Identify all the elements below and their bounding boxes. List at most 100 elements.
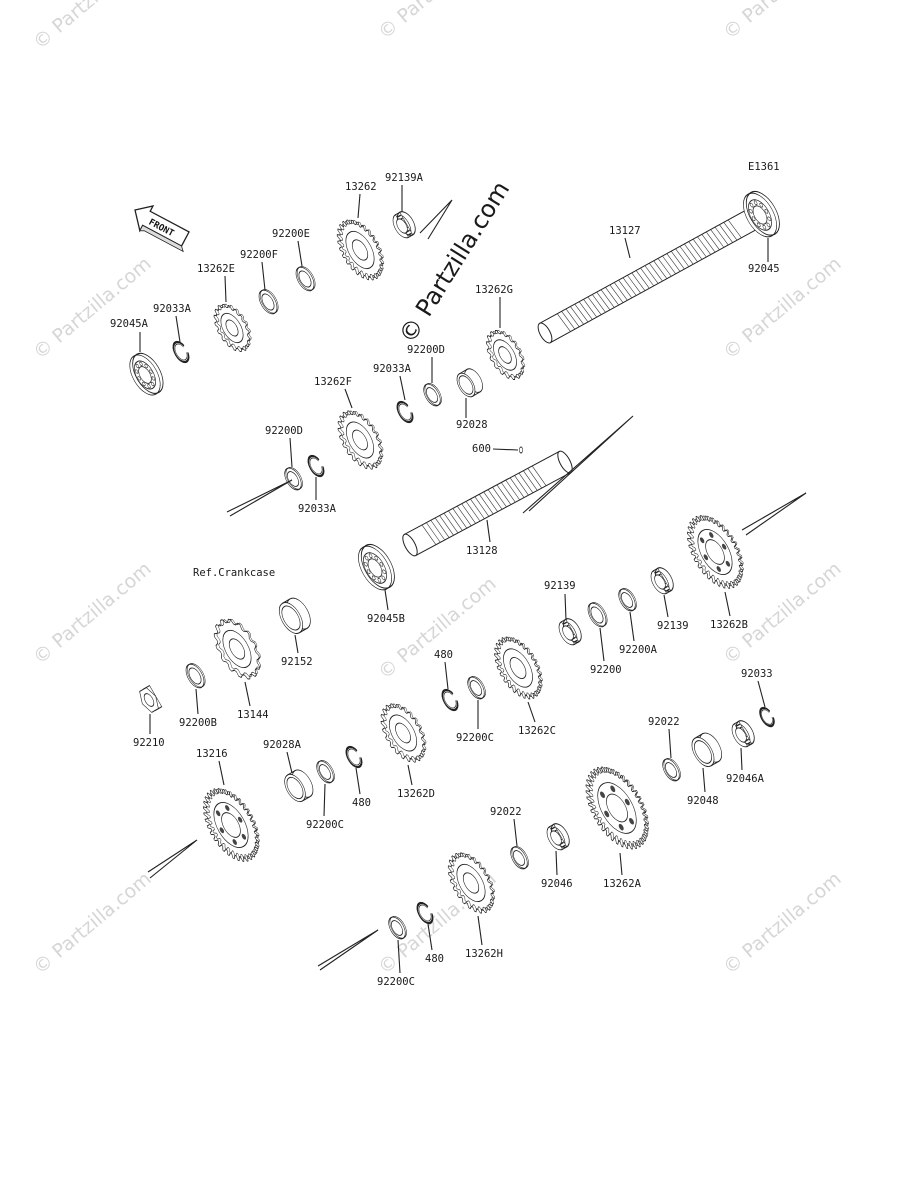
part-label-92045B: 92045B (367, 613, 405, 625)
leader-line (224, 275, 227, 303)
part-label-92028: 92028 (456, 419, 488, 431)
part-label-92033A: 92033A (373, 363, 412, 375)
watermark-text: © Partzilla.com (29, 558, 155, 669)
part-label-92200D: 92200D (407, 344, 445, 356)
part-label-92033A: 92033A (298, 503, 337, 515)
leader-line (486, 519, 491, 543)
nut-part-92210 (139, 685, 163, 713)
part-label-480: 480 (425, 953, 444, 965)
leader-line (724, 591, 731, 617)
part-label-92200B: 92200B (179, 717, 217, 729)
axis-guide-line (147, 839, 198, 879)
bushing-part-92028A (284, 769, 314, 803)
watermark-layer: © Partzilla.com © Partzilla.com © Partzill… (29, 0, 845, 979)
washer-part-92022 (510, 846, 529, 870)
washer-part-92200D (423, 383, 442, 407)
circlip-part-92033A (396, 400, 414, 424)
axis-guide-line (741, 492, 807, 536)
leader-line (261, 261, 266, 291)
part-label-92200: 92200 (590, 664, 622, 676)
gear-part-13216 (203, 788, 260, 862)
bearing-part-92045A (129, 352, 164, 396)
part-label-92045: 92045 (748, 263, 780, 275)
bearing-part-92045B (358, 543, 395, 591)
washer-part-92200B (185, 663, 206, 689)
leader-line (289, 437, 293, 468)
part-label-13262B: 13262B (710, 619, 748, 631)
part-label-13262E: 13262E (197, 263, 235, 275)
part-label-92200E: 92200E (272, 228, 310, 240)
leader-line (355, 767, 361, 795)
front-arrow-icon: FRONT (134, 205, 190, 253)
part-label-13262: 13262 (345, 181, 377, 193)
leader-line (492, 448, 519, 451)
part-label-92139: 92139 (657, 620, 689, 632)
part-label-92152: 92152 (281, 656, 313, 668)
washer-part-92200C (388, 916, 407, 940)
leader-line (444, 661, 449, 690)
leader-line (323, 783, 326, 817)
leader-line (555, 850, 558, 876)
leader-line (427, 923, 433, 951)
watermark-text: © Partzilla.com (719, 0, 845, 44)
leader-line (294, 634, 299, 654)
watermark-text: © Partzilla.com (29, 253, 155, 364)
watermark-text: © Partzilla.com (29, 0, 155, 54)
needle-part-92046A (731, 720, 755, 748)
part-label-480: 480 (352, 797, 371, 809)
part-label-92033A: 92033A (153, 303, 192, 315)
ref-crankcase-label: Ref.Crankcase (193, 567, 275, 579)
leader-line (477, 915, 483, 946)
leader-line (624, 237, 631, 259)
gear-part-13262H (447, 852, 496, 914)
leader-line (740, 747, 743, 771)
bearing-part-92045 (743, 190, 780, 238)
part-label-13262C: 13262C (518, 725, 556, 737)
leader-line (286, 751, 293, 774)
leader-line (244, 681, 251, 707)
part-label-92033: 92033 (741, 668, 773, 680)
leader-line (599, 627, 605, 662)
gear-part-13262F (337, 410, 384, 470)
leader-line (384, 589, 389, 611)
dot-part-600 (519, 446, 523, 454)
washer-part-92200D (284, 467, 303, 491)
watermark-text: © Partzilla.com (374, 573, 500, 684)
washer-part-92200C (467, 676, 486, 700)
leader-line (218, 760, 225, 786)
part-label-92048: 92048 (687, 795, 719, 807)
needle-part-92046 (546, 823, 570, 851)
gear-part-13262E (213, 303, 252, 353)
part-label-92200A: 92200A (619, 644, 658, 656)
part-label-92200D: 92200D (265, 425, 303, 437)
axis-guide-line (226, 479, 293, 517)
part-label-92046A: 92046A (726, 773, 765, 785)
axis-guide-line (317, 929, 379, 971)
washer-part-92200F (258, 289, 279, 315)
gear-part-13262 (336, 219, 385, 281)
watermark-center: © Partzilla.com (393, 176, 515, 348)
part-label-92200C: 92200C (306, 819, 344, 831)
part-label-13262D: 13262D (397, 788, 435, 800)
part-label-92200F: 92200F (240, 249, 278, 261)
axis-guide-line (419, 199, 453, 240)
watermark-text: © Partzilla.com (719, 253, 845, 364)
circlip-part-480 (345, 745, 363, 769)
needle-part-92139 (558, 618, 582, 646)
part-label-92046: 92046 (541, 878, 573, 890)
watermark-text: © Partzilla.com (29, 868, 155, 979)
bushing-part-92048 (691, 732, 723, 767)
part-label-13144: 13144 (237, 709, 269, 721)
shaft-part-13128 (402, 450, 573, 557)
leader-line (175, 315, 181, 343)
gear-part-13262B (687, 515, 744, 589)
circlip-part-480 (416, 901, 434, 925)
watermark-text: © Partzilla.com (719, 868, 845, 979)
leader-line (357, 193, 361, 219)
part-label-600: 600 (472, 443, 491, 455)
part-label-92139: 92139 (544, 580, 576, 592)
part-label-13127: 13127 (609, 225, 641, 237)
leader-line (663, 594, 669, 618)
washer-part-92200E (295, 266, 316, 292)
